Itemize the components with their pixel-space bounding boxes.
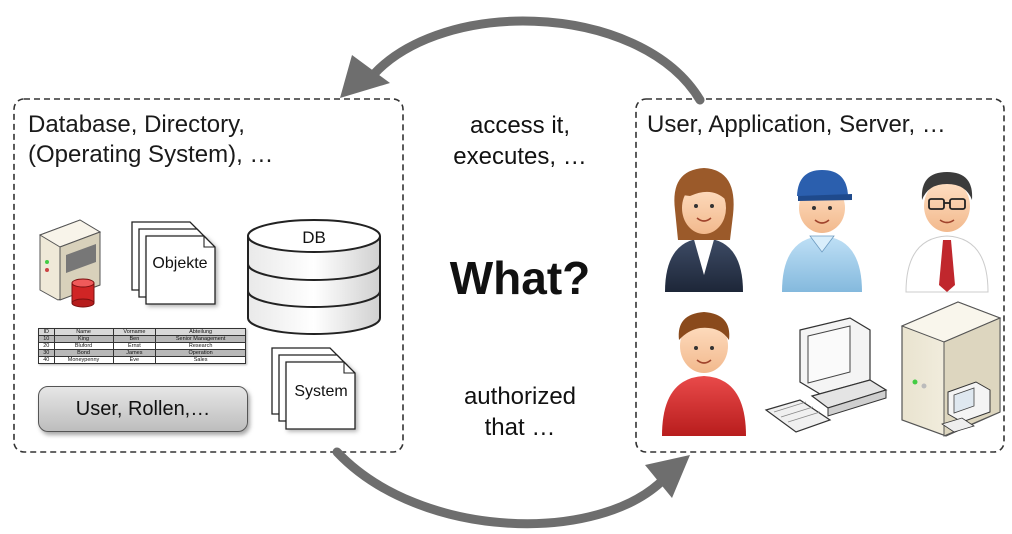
table-row: 20 Bluford Ernst Research	[38, 342, 246, 350]
table-header-cell: Vorname	[112, 328, 157, 336]
table-cell: Moneypenny	[53, 356, 114, 364]
middle-bottom-text: authorized that …	[420, 381, 620, 443]
table-cell: Sales	[155, 356, 246, 364]
table-cell: Eve	[112, 356, 157, 364]
table-cell: James	[112, 349, 157, 357]
top-arrow	[340, 16, 705, 105]
table-cell: King	[53, 335, 114, 343]
middle-top-text: access it, executes, …	[420, 110, 620, 172]
system-documents-icon	[271, 347, 356, 430]
db-cylinder-icon	[247, 219, 381, 335]
table-cell: Senior Management	[155, 335, 246, 343]
table-cell: 40	[38, 356, 55, 364]
table-row: 10 King Ben Senior Management	[38, 335, 246, 343]
table-row: 40 Moneypenny Eve Sales	[38, 356, 246, 364]
db-label: DB	[302, 228, 326, 247]
table-cell: Ben	[112, 335, 157, 343]
middle-top-line1: access it,	[469, 112, 571, 139]
server-tower-icon	[900, 301, 1002, 437]
table-header-cell: Name	[53, 328, 114, 336]
left-panel-title-line2: (Operating System), …	[28, 141, 274, 168]
right-panel-border	[635, 98, 1005, 453]
table-cell: 20	[38, 342, 55, 350]
table-header-cell: Abteilung	[155, 328, 246, 336]
middle-bottom-line1: authorized	[463, 383, 577, 410]
table-cell: Operation	[155, 349, 246, 357]
man-user-icon	[662, 312, 746, 436]
woman-user-icon	[665, 168, 743, 292]
worker-user-icon	[782, 170, 862, 292]
table-header-row: ID Name Vorname Abteilung	[38, 328, 246, 336]
table-cell: 10	[38, 335, 55, 343]
businessman-user-icon	[905, 172, 989, 293]
left-panel-border	[13, 98, 404, 453]
table-cell: 30	[38, 349, 55, 357]
table-row: 30 Bond James Operation	[38, 349, 246, 357]
desktop-computer-icon	[764, 317, 888, 433]
table-cell: Bluford	[53, 342, 114, 350]
objekte-label: Objekte	[152, 255, 208, 272]
bottom-arrow	[332, 447, 690, 529]
objekte-documents-icon	[131, 221, 216, 305]
system-label: System	[294, 383, 348, 400]
table-cell: Ernst	[112, 342, 157, 350]
table-cell: Bond	[53, 349, 114, 357]
middle-bottom-line2: that …	[484, 414, 556, 441]
user-rollen-label: User, Rollen,…	[75, 397, 211, 420]
user-table: ID Name Vorname Abteilung 10 King Ben Se…	[38, 328, 246, 364]
right-panel-title: User, Application, Server, …	[647, 111, 946, 138]
left-panel-title-line1: Database, Directory,	[28, 111, 245, 138]
middle-top-line2: executes, …	[453, 143, 587, 170]
what-heading: What?	[449, 252, 591, 304]
db-server-icon	[38, 219, 102, 308]
table-cell: Research	[155, 342, 246, 350]
left-panel-title: Database, Directory, (Operating System),…	[28, 110, 388, 170]
table-header-cell: ID	[38, 328, 55, 336]
user-rollen-box: User, Rollen,…	[38, 386, 248, 432]
